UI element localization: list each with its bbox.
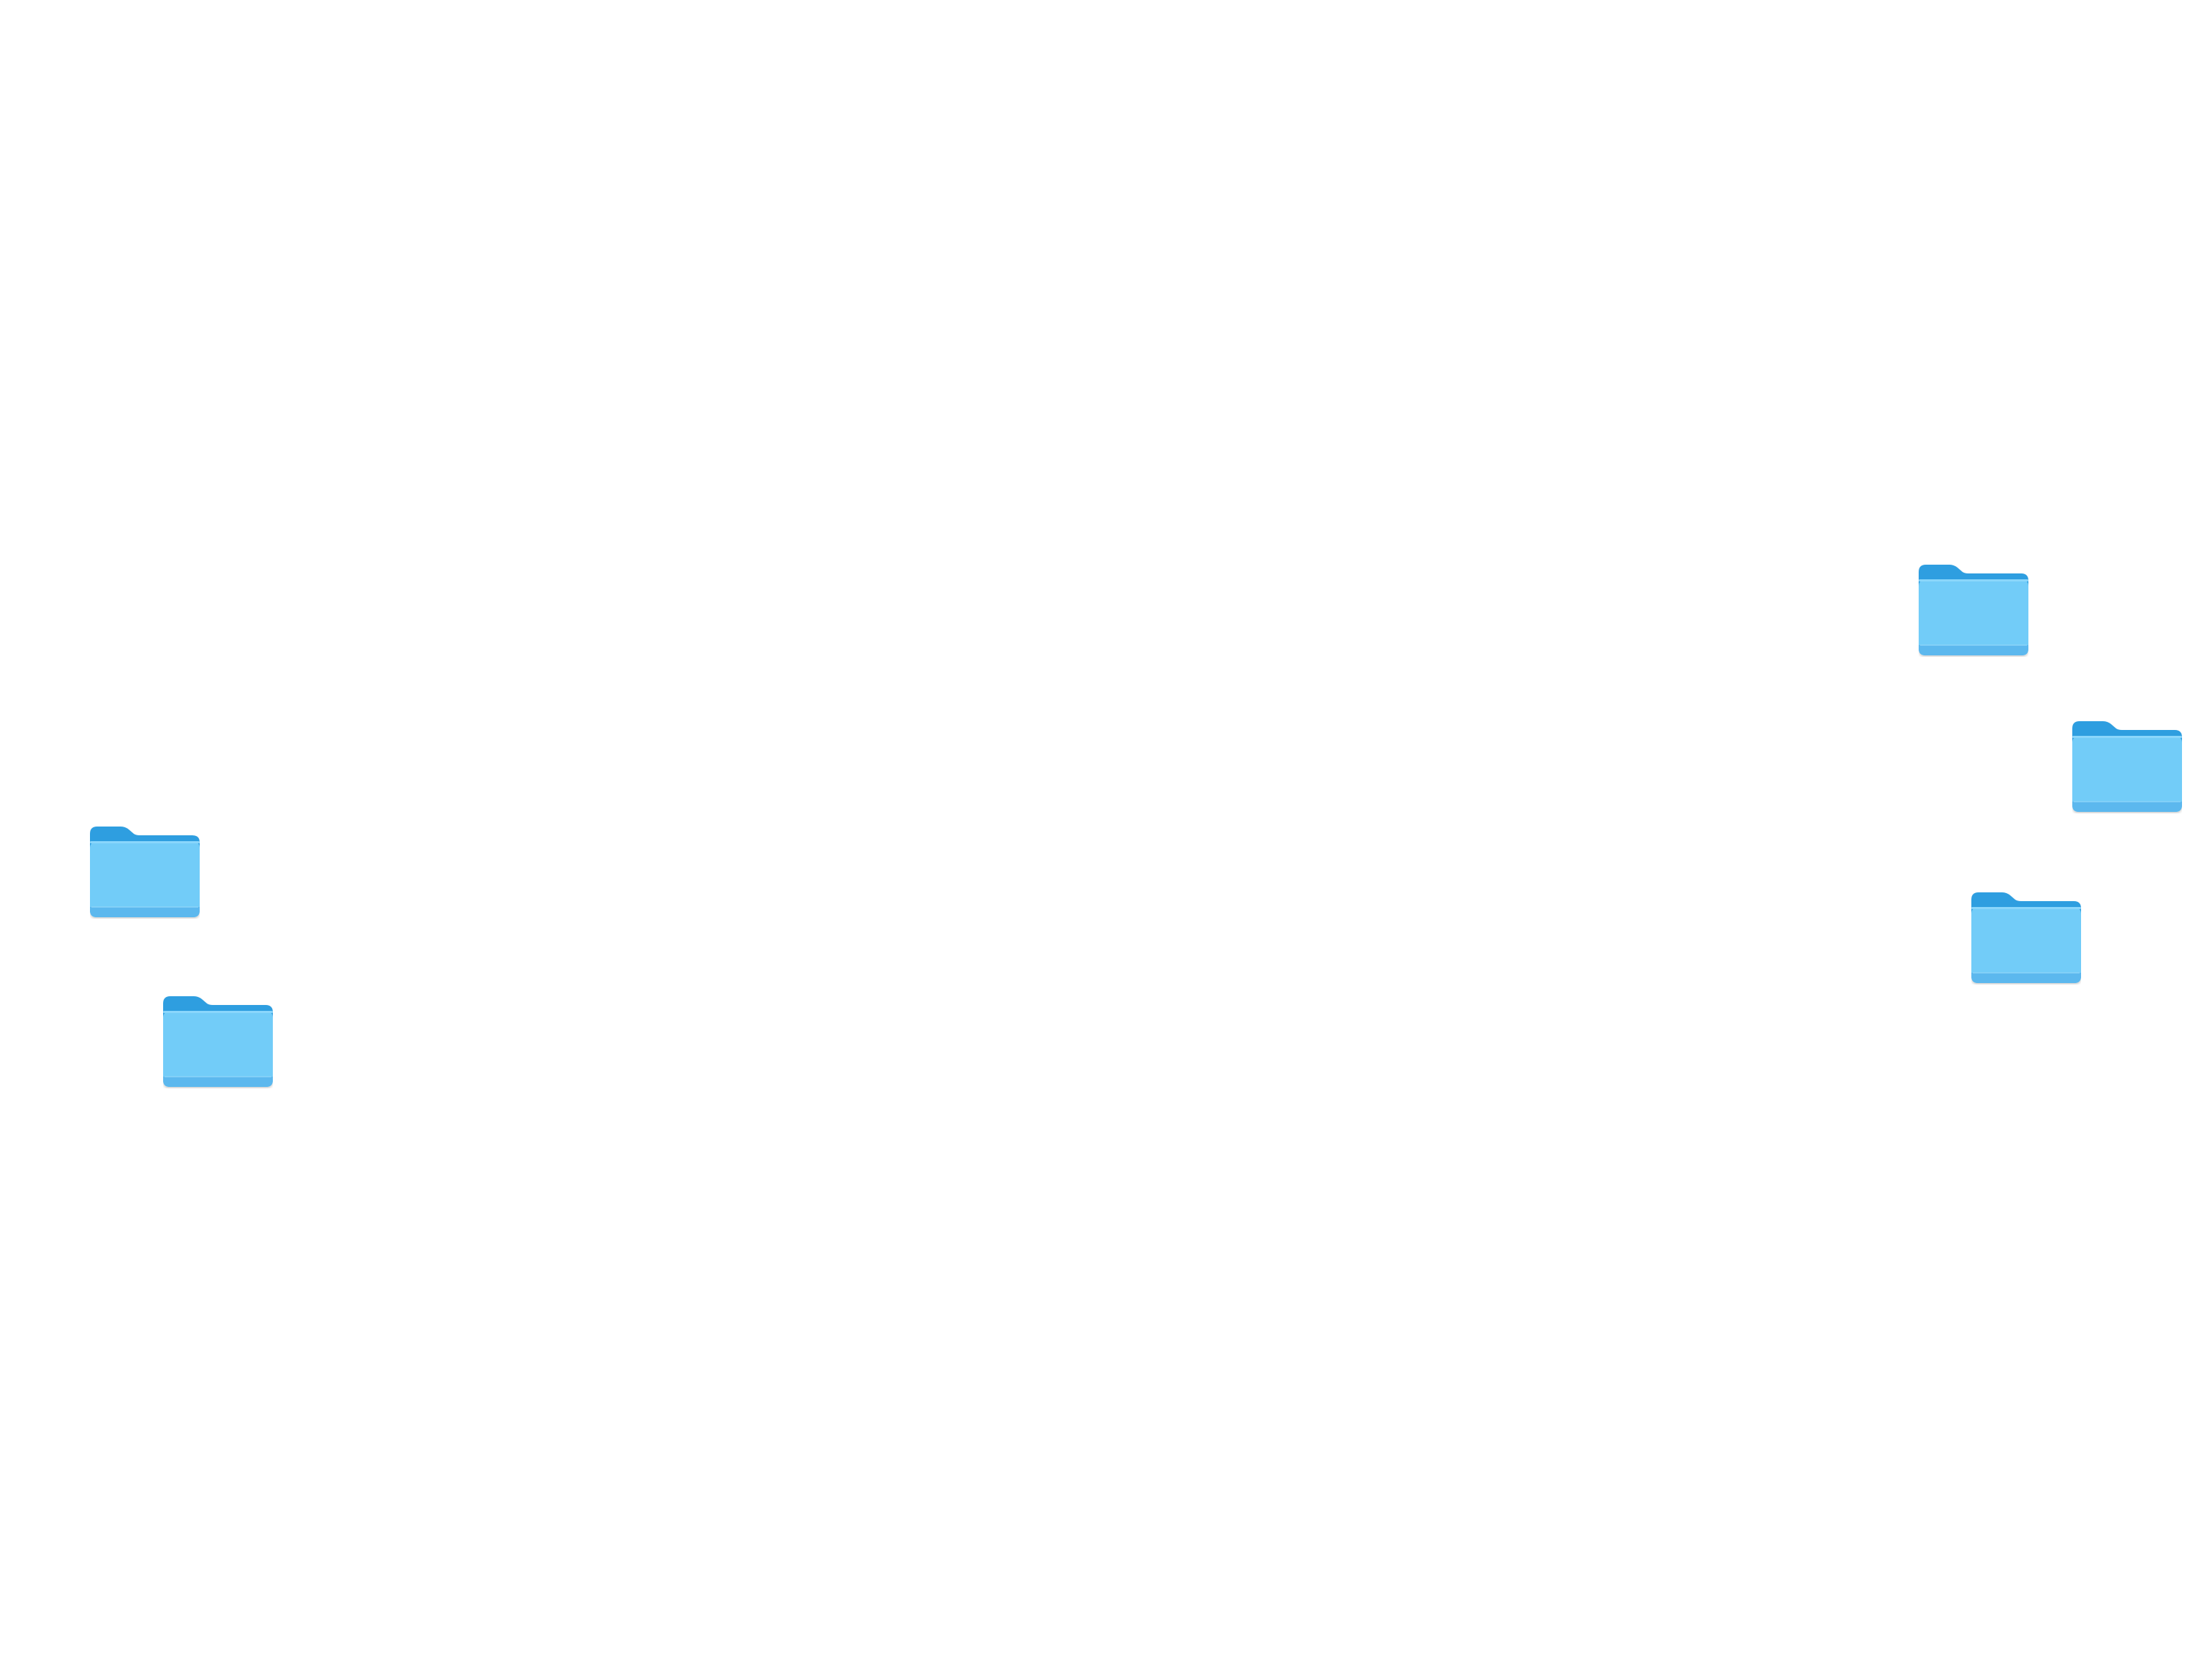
folder-icon xyxy=(163,996,273,1087)
folder-icon xyxy=(2072,721,2182,812)
folder-icon xyxy=(90,827,200,917)
desktop-folder-4[interactable] xyxy=(2072,721,2182,813)
desktop-folder-2[interactable] xyxy=(163,996,273,1088)
desktop-folder-5[interactable] xyxy=(1971,892,2081,985)
folder-icon xyxy=(1919,565,2028,655)
desktop-folder-3[interactable] xyxy=(1919,565,2028,657)
folder-icon xyxy=(1971,892,2081,983)
desktop-folder-1[interactable] xyxy=(90,827,200,919)
